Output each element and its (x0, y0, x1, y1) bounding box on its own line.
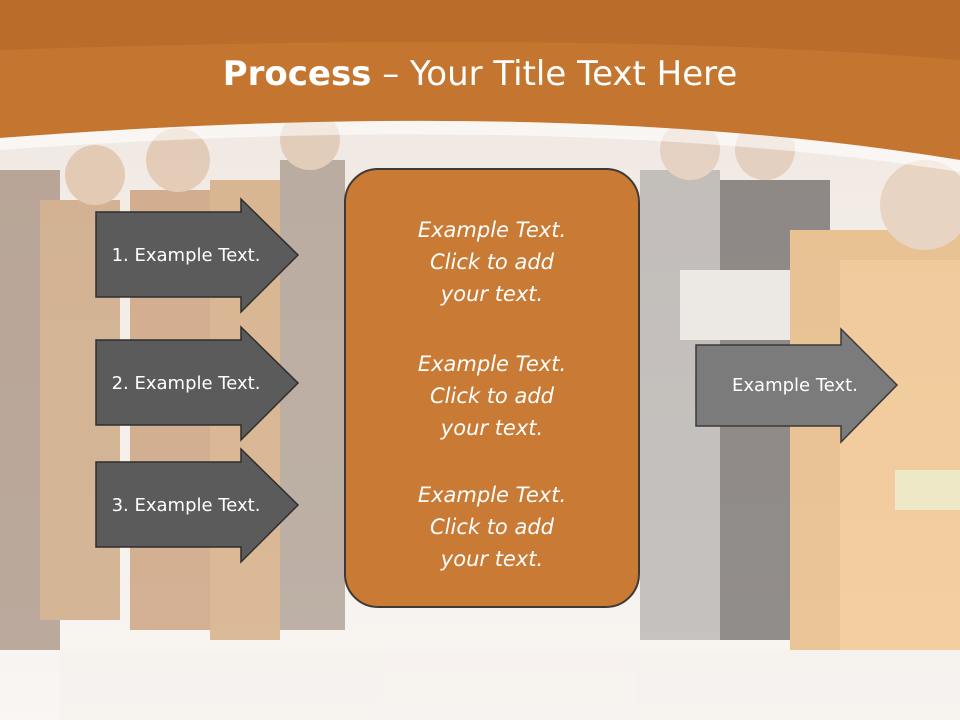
arrow-shape-3 (95, 447, 300, 564)
center-content-box[interactable]: Example Text. Click to add your text. Ex… (344, 168, 640, 608)
center-text-1-line2: Click to add (429, 250, 554, 274)
center-text-3-line1: Example Text. (417, 483, 567, 507)
center-text-block-2[interactable]: Example Text. Click to add your text. (346, 348, 638, 444)
center-text-1-line1: Example Text. (417, 218, 567, 242)
arrow-shape-2 (95, 325, 300, 442)
center-text-2-line2: Click to add (429, 384, 554, 408)
arrow-shape-1 (95, 197, 300, 314)
left-arrow-label-3: 3. Example Text. (111, 495, 261, 516)
left-arrow-label-1: 1. Example Text. (111, 245, 261, 266)
title-rest-part: – Your Title Text Here (371, 54, 738, 94)
center-text-block-3[interactable]: Example Text. Click to add your text. (346, 479, 638, 575)
right-arrow-label: Example Text. (732, 375, 858, 396)
left-arrow-label-2: 2. Example Text. (111, 373, 261, 394)
left-arrow-3[interactable]: 3. Example Text. (95, 447, 300, 564)
center-text-block-1[interactable]: Example Text. Click to add your text. (346, 214, 638, 310)
title-bold-part: Process (222, 54, 372, 94)
left-arrow-2[interactable]: 2. Example Text. (95, 325, 300, 442)
center-text-1-line3: your text. (440, 282, 544, 306)
right-arrow-shape (695, 327, 899, 444)
slide-title[interactable]: Process – Your Title Text Here (0, 52, 960, 96)
center-text-3-line2: Click to add (429, 515, 554, 539)
right-arrow[interactable]: Example Text. (695, 327, 900, 444)
center-text-2-line3: your text. (440, 416, 544, 440)
left-arrow-1[interactable]: 1. Example Text. (95, 197, 300, 314)
center-text-2-line1: Example Text. (417, 352, 567, 376)
center-text-3-line3: your text. (440, 547, 544, 571)
